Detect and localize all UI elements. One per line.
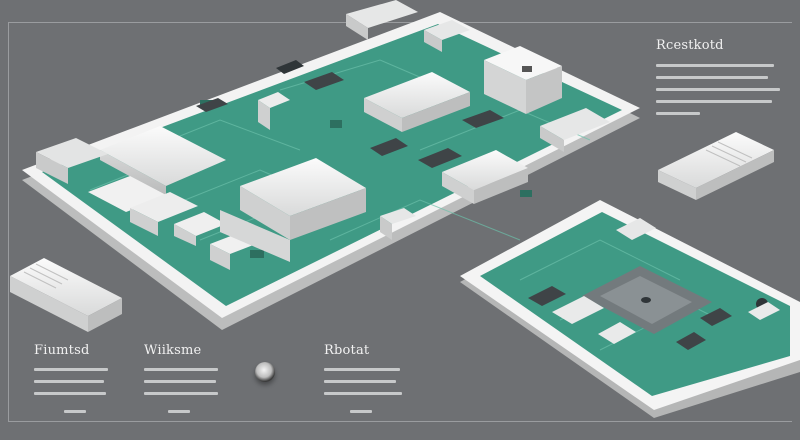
text-line — [656, 76, 768, 79]
round-knob-icon — [255, 362, 275, 382]
main-board — [22, 0, 640, 330]
text-line — [656, 100, 772, 103]
text-line — [144, 392, 218, 395]
text-line — [144, 368, 218, 371]
text-line — [324, 380, 396, 383]
bottom-right-heading: Rbotat — [324, 343, 370, 358]
top-right-heading: Rcestkotd — [656, 38, 724, 53]
bottom-left-heading: Fiumtsd — [34, 343, 90, 358]
text-line — [34, 368, 108, 371]
text-line — [656, 88, 780, 91]
frame-left-line — [8, 22, 9, 422]
text-line — [34, 392, 106, 395]
secondary-board — [460, 200, 800, 418]
frame-top-line — [8, 22, 792, 23]
frame-bottom-line — [8, 421, 792, 422]
text-line — [144, 380, 216, 383]
floating-module-left — [10, 258, 122, 332]
text-line — [34, 380, 104, 383]
floating-module-right — [658, 132, 774, 200]
text-line — [168, 410, 190, 413]
text-line — [350, 410, 372, 413]
text-line — [324, 392, 402, 395]
text-line — [324, 368, 400, 371]
bottom-center-heading: Wiiksme — [144, 343, 202, 358]
text-line — [656, 64, 774, 67]
text-line — [656, 112, 700, 115]
text-line — [64, 410, 86, 413]
